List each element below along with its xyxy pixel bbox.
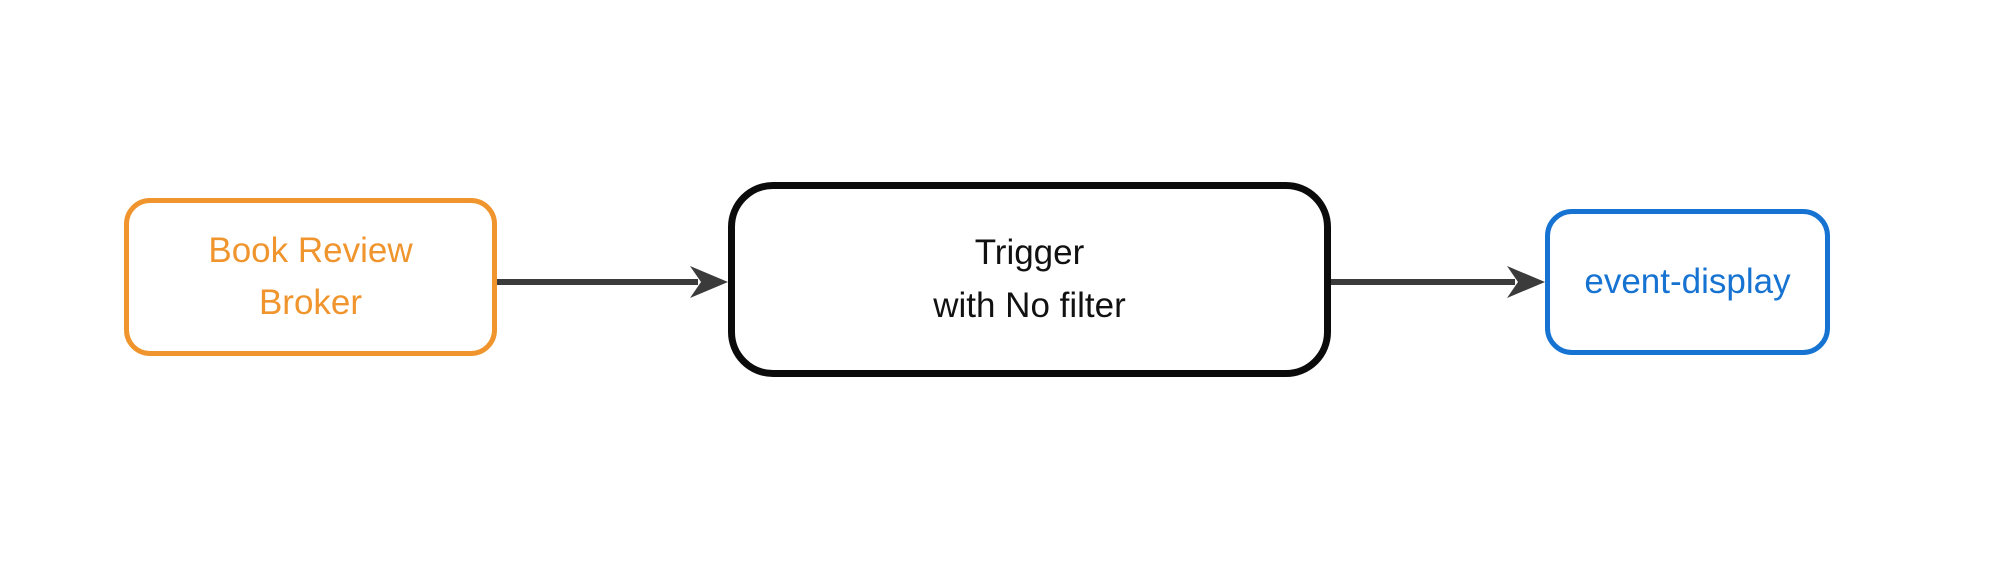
node-event-display: event-display [1545, 209, 1830, 355]
edge-trigger-to-event-display [1331, 266, 1545, 298]
node-label-trigger-with-no-filter: Trigger with No filter [933, 233, 1126, 325]
node-label-book-review-broker: Book Review Broker [208, 230, 413, 323]
node-trigger-with-no-filter: Trigger with No filter [728, 182, 1331, 377]
arrow-head [690, 266, 728, 298]
edge-broker-to-trigger [497, 266, 728, 298]
node-label-event-display: event-display [1584, 261, 1791, 301]
node-book-review-broker: Book Review Broker [124, 198, 497, 356]
arrow-head [1507, 266, 1545, 298]
